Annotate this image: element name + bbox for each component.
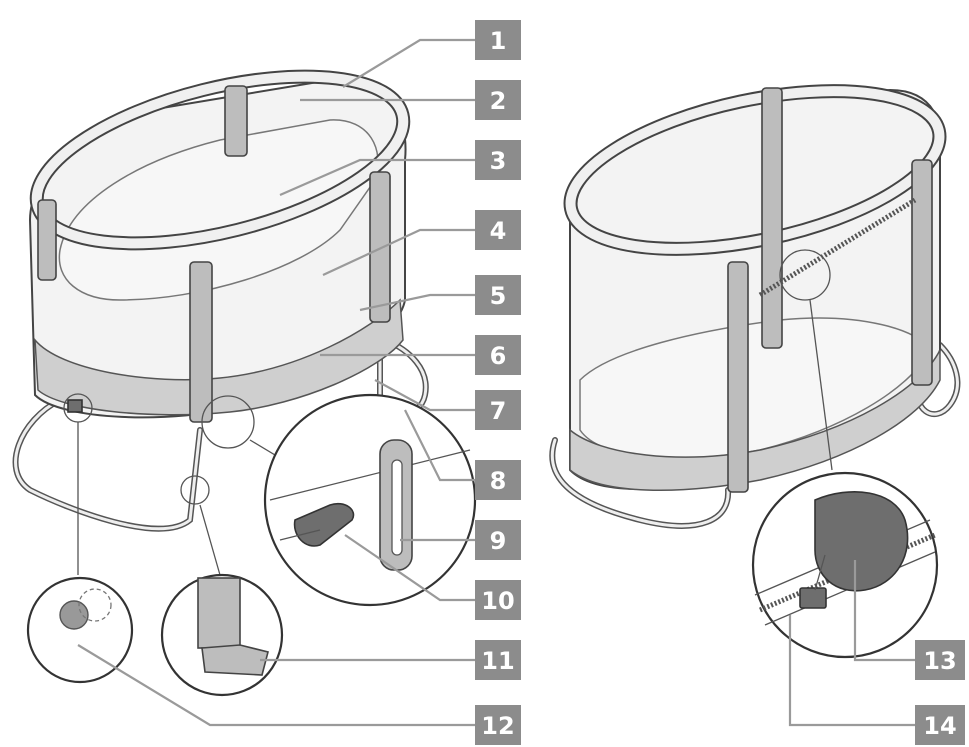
callout-4: 4 <box>475 210 521 250</box>
strap-clip-detail <box>263 393 477 607</box>
callout-label-2: 2 <box>490 87 507 115</box>
corner-post-front-left <box>189 261 213 423</box>
corner-post-left <box>37 199 57 281</box>
corner-post-front-right <box>369 171 391 323</box>
callout-9: 9 <box>475 520 521 560</box>
strap-clip <box>293 502 355 547</box>
mattress <box>58 119 379 301</box>
callout-label-10: 10 <box>481 587 514 615</box>
leg-lock-tab <box>201 644 269 676</box>
callout-11: 11 <box>475 640 521 680</box>
base-band <box>34 298 404 416</box>
callout-label-8: 8 <box>490 467 507 495</box>
callout-10: 10 <box>475 580 521 620</box>
callout-label-6: 6 <box>490 342 507 370</box>
callout-label-14: 14 <box>923 712 956 740</box>
right-corner-post-side <box>911 159 933 386</box>
left-rocking-leg <box>12 397 203 532</box>
side-connector <box>67 399 83 413</box>
callout-label-3: 3 <box>490 147 507 175</box>
leg-tube <box>197 577 241 649</box>
corner-post-back <box>224 85 248 157</box>
right-base-band <box>569 349 941 491</box>
callout-label-1: 1 <box>490 27 507 55</box>
zipper-slider <box>799 587 827 609</box>
zipper-detail-circle <box>779 249 831 301</box>
left-bassinet <box>12 69 429 532</box>
callout-6: 6 <box>475 335 521 375</box>
callout-13: 13 <box>915 640 965 680</box>
callout-12: 12 <box>475 705 521 745</box>
detail-circle-c <box>201 395 255 449</box>
callout-2: 2 <box>475 80 521 120</box>
callout-label-5: 5 <box>490 282 507 310</box>
callout-5: 5 <box>475 275 521 315</box>
leader-lines <box>77 38 915 727</box>
right-bassinet <box>549 84 961 659</box>
callout-8: 8 <box>475 460 521 500</box>
callout-7: 7 <box>475 390 521 430</box>
callout-1: 1 <box>475 20 521 60</box>
left-detail-views <box>26 393 477 697</box>
callout-3: 3 <box>475 140 521 180</box>
callout-label-9: 9 <box>490 527 507 555</box>
callout-label-13: 13 <box>923 647 956 675</box>
callout-label-11: 11 <box>481 647 514 675</box>
callout-label-7: 7 <box>490 397 507 425</box>
zipper-pull-tab <box>814 491 909 592</box>
callout-label-12: 12 <box>481 712 514 740</box>
detail-circle-b <box>180 475 210 505</box>
release-button <box>59 600 89 630</box>
release-button-detail <box>26 576 134 684</box>
right-corner-post-back <box>761 87 783 349</box>
right-corner-post-front <box>727 261 749 493</box>
callout-label-4: 4 <box>490 217 507 245</box>
callout-14: 14 <box>915 705 965 745</box>
